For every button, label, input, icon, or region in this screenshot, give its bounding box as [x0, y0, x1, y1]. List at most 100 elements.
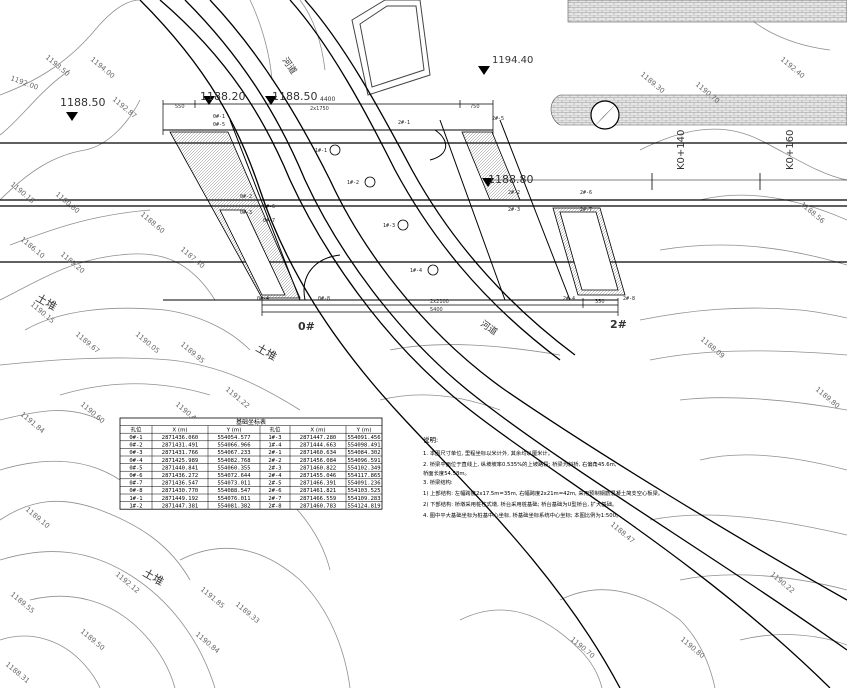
- table-cell: 554096.591: [347, 458, 380, 464]
- pile-labels: 0#-1 0#-5 0#-2 0#-6 0#-3 0#-7 0#-4 0#-8 …: [213, 114, 635, 302]
- pile-2-4: 2#-4: [563, 296, 575, 302]
- table-cell: 2871425.989: [162, 458, 198, 464]
- table-cell: 2871447.381: [162, 503, 198, 509]
- contour-label: 1188.56: [799, 200, 827, 225]
- contour-label: 1188.60: [139, 210, 166, 235]
- pile-0-3: 0#-3: [240, 210, 252, 216]
- contour-label: 1191.85: [199, 585, 226, 610]
- terrain-label: 土堆: [254, 341, 280, 363]
- contour-label: 1189.30: [639, 70, 666, 95]
- dim-top-mid: 2x1750: [310, 106, 329, 112]
- contour-label: 1189.67: [74, 330, 101, 355]
- contour-label: 1192.87: [111, 95, 138, 120]
- table-cell: 2871460.783: [300, 503, 336, 509]
- table-cell: 2871431.491: [162, 443, 198, 449]
- elevation-markers: [66, 66, 494, 187]
- table-header: 孔位: [269, 425, 281, 433]
- table-cell: 1#-1: [129, 496, 142, 502]
- table-cell: 2#-4: [268, 473, 282, 479]
- table-cell: 554091.456: [347, 435, 380, 441]
- table-cell: 554082.768: [217, 458, 250, 464]
- table-cell: 2871430.770: [162, 488, 198, 494]
- table-cell: 2#-6: [268, 488, 281, 494]
- station-ticks: [651, 173, 761, 190]
- table-cell: 0#-2: [129, 443, 142, 449]
- table-cell: 2871461.821: [300, 488, 336, 494]
- contour-label: 1190.84: [194, 630, 222, 655]
- table-cell: 2871436.547: [162, 481, 198, 487]
- table-cell: 554066.966: [217, 443, 250, 449]
- pile-2-2: 2#-2: [508, 190, 520, 196]
- table-cell: 554102.349: [347, 465, 380, 471]
- brick-wall: [550, 0, 847, 126]
- table-cell: 2#-8: [268, 503, 281, 509]
- contour-label: 1194.00: [89, 55, 116, 80]
- contour-label: 1190.05: [134, 330, 161, 355]
- table-header: 孔位: [130, 425, 142, 433]
- table-cell: 2#-2: [268, 458, 281, 464]
- table-header: X (m): [172, 427, 187, 433]
- station-k140: K0+140: [676, 130, 687, 170]
- table-cell: 0#-8: [129, 488, 142, 494]
- table-title: 基础坐标表: [236, 418, 266, 426]
- notes-block: 说明:1. 本图尺寸单位, 里程坐标以米计外, 其余均以厘米计。2. 桥梁平面位…: [423, 435, 663, 519]
- contour-label: 1189.55: [9, 590, 36, 615]
- abutments: [169, 131, 626, 299]
- contour-label: 1189.33: [234, 600, 261, 625]
- river-label-top: 河道: [280, 55, 300, 77]
- contour-label: 1190.22: [769, 570, 796, 595]
- contour-label: 1190.80: [54, 190, 81, 215]
- pile-2-7: 2#-7: [580, 207, 592, 213]
- table-cell: 0#-1: [129, 435, 142, 441]
- table-cell: 2871460.822: [300, 465, 336, 471]
- channel-curves: [139, 0, 847, 688]
- note-line: 2) 下部结构: 桥墩采用桩柱式墩, 桥台采用桩基础; 桥台基础为U型桥台, 扩…: [423, 500, 617, 508]
- dim-bot-mid: 2x2100: [430, 299, 449, 305]
- dim-top-right: 750: [470, 104, 480, 110]
- table-cell: 554103.525: [347, 488, 380, 494]
- pile-0-2: 0#-2: [240, 194, 252, 200]
- table-cell: 2871436.272: [162, 473, 198, 479]
- table-cell: 554098.491: [347, 443, 380, 449]
- contour-label: 1188.09: [699, 335, 726, 360]
- bridge-outline: [163, 119, 618, 301]
- table-cell: 0#-7: [129, 481, 142, 487]
- contour-labels: 1192.00 1193.50 1194.00 1192.87 1190.15 …: [4, 53, 841, 685]
- pile-2-5: 2#-5: [492, 116, 504, 122]
- pile-0-7: 0#-7: [263, 218, 275, 224]
- elevation-2: 1188.50: [60, 96, 106, 109]
- elevation-4: 1188.50: [272, 90, 318, 103]
- pile-2-6: 2#-6: [580, 190, 592, 196]
- table-cell: 554084.302: [347, 450, 380, 456]
- road-lines: [0, 142, 847, 263]
- note-line: 1. 本图尺寸单位, 里程坐标以米计外, 其余均以厘米计。: [423, 449, 553, 457]
- note-line: 桥面长度54.58m。: [423, 469, 470, 477]
- contour-label: 1189.50: [79, 627, 106, 652]
- table-cell: 2871444.663: [300, 443, 336, 449]
- contour-label: 1190.15: [9, 180, 36, 205]
- table-cell: 2871440.841: [162, 465, 198, 471]
- contour-label: 1187.40: [179, 245, 206, 270]
- table-cell: 554124.819: [347, 503, 380, 509]
- dimension-lines: [162, 100, 619, 316]
- table-cell: 2871449.192: [162, 496, 198, 502]
- table-header: Y (m): [356, 427, 372, 433]
- table-cell: 554091.236: [347, 481, 380, 487]
- contour-label: 1188.47: [609, 520, 636, 545]
- pile-1-1: 1#-1: [315, 148, 327, 154]
- pier-label-2: 2#: [610, 318, 627, 331]
- pile-0-6: 0#-6: [263, 204, 275, 210]
- table-header: Y (m): [226, 427, 242, 433]
- dimension-texts: 4400 550 2x1750 750 2x2100 5400 350: [175, 96, 605, 313]
- pile-1-2: 1#-2: [347, 180, 359, 186]
- table-cell: 2871466.559: [300, 496, 336, 502]
- north-arrow-icon: [590, 100, 620, 130]
- dim-top-left: 550: [175, 104, 185, 110]
- note-line: 4. 图中平大基础坐标为桩基中心坐标, 桥基础坐标系统中心坐标; 本图比例为1:…: [423, 511, 621, 519]
- table-cell: 554073.011: [217, 481, 250, 487]
- pier-label-0: 0#: [298, 320, 315, 333]
- table-cell: 2#-5: [268, 481, 281, 487]
- elevation-5: 1188.80: [488, 173, 534, 186]
